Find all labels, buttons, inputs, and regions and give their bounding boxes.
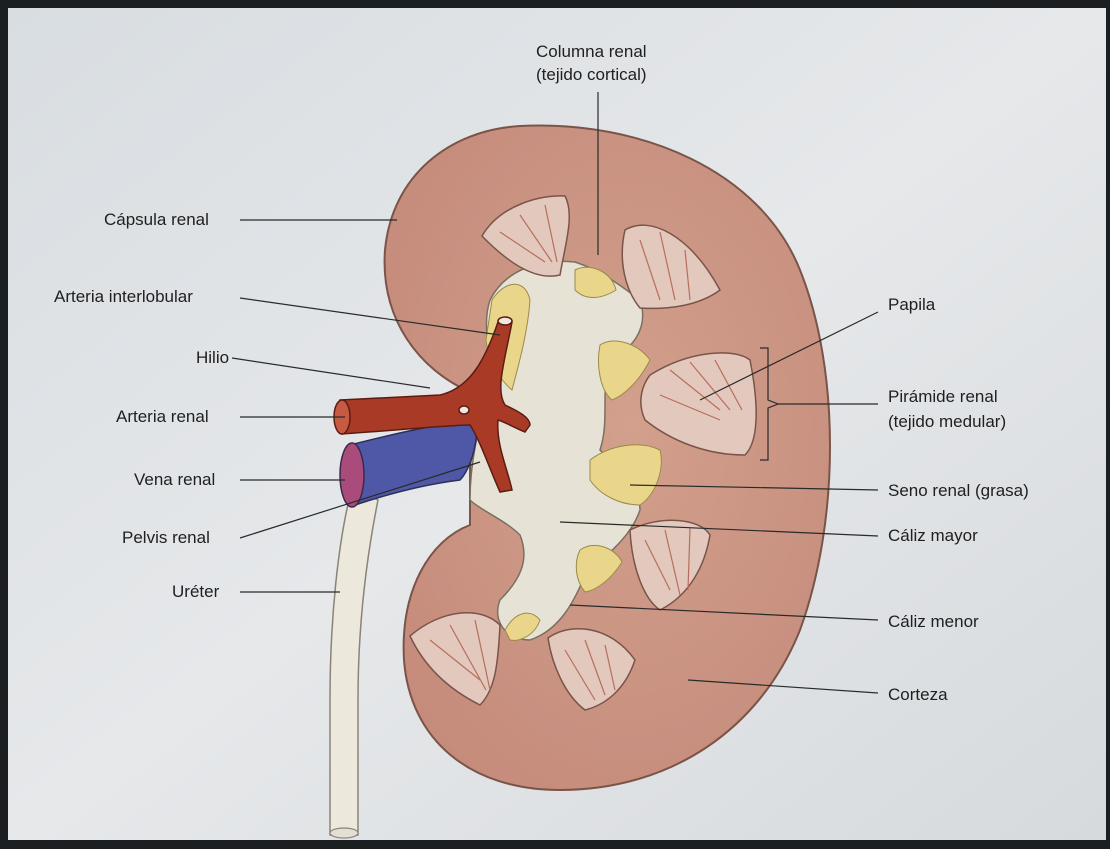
label-columna-renal-2: (tejido cortical) bbox=[536, 65, 647, 84]
label-columna-renal-1: Columna renal bbox=[536, 42, 647, 61]
label-ureter: Uréter bbox=[172, 582, 220, 601]
label-vena-renal: Vena renal bbox=[134, 470, 215, 489]
label-hilio: Hilio bbox=[196, 348, 229, 367]
label-corteza: Corteza bbox=[888, 685, 948, 704]
label-caliz-menor: Cáliz menor bbox=[888, 612, 979, 631]
label-arteria-renal: Arteria renal bbox=[116, 407, 209, 426]
label-piramide-renal-2: (tejido medular) bbox=[888, 412, 1006, 431]
label-caliz-mayor: Cáliz mayor bbox=[888, 526, 978, 545]
label-piramide-renal-1: Pirámide renal bbox=[888, 387, 998, 406]
ureter-end bbox=[330, 828, 358, 838]
label-capsula-renal: Cápsula renal bbox=[104, 210, 209, 229]
label-arteria-interlobular: Arteria interlobular bbox=[54, 287, 193, 306]
label-papila: Papila bbox=[888, 295, 936, 314]
label-pelvis-renal: Pelvis renal bbox=[122, 528, 210, 547]
label-seno-renal: Seno renal (grasa) bbox=[888, 481, 1029, 500]
